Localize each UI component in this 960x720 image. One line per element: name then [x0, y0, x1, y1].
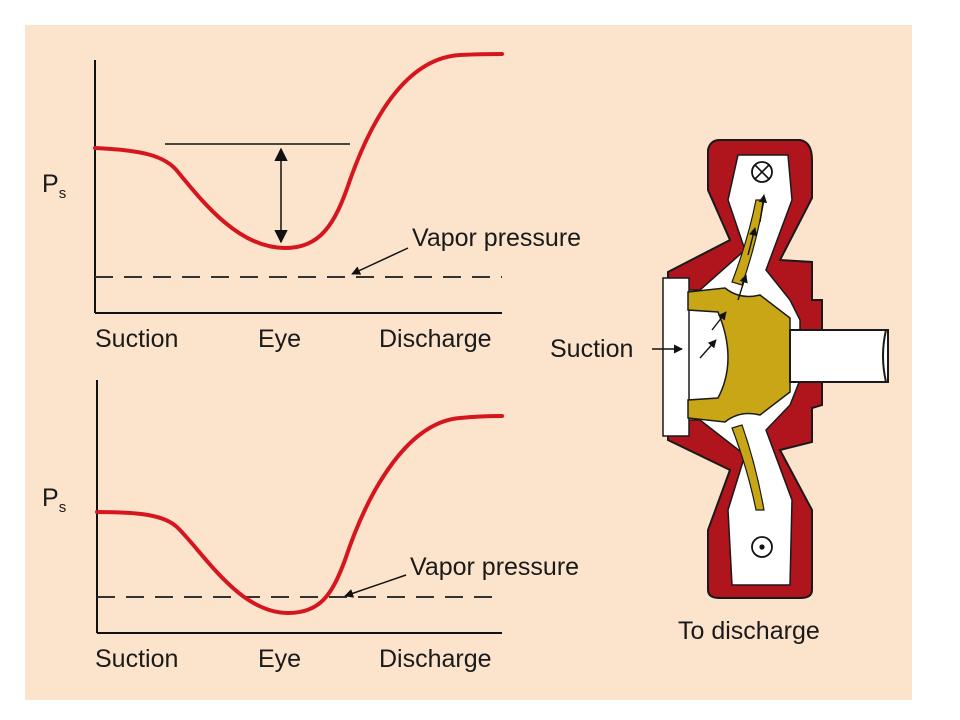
- pump-cross-section: Suction To discharge: [550, 139, 889, 645]
- top-pressure-curve: [93, 52, 504, 251]
- bottom-x-label-suction: Suction: [95, 645, 178, 673]
- pump-impeller: [687, 287, 791, 423]
- bottom-pressure-curve: [95, 414, 504, 616]
- top-x-label-suction: Suction: [95, 325, 178, 353]
- bottom-pressure-plot: Ps Suction Eye Discharge Vapor pressure: [42, 380, 579, 673]
- flow-arrow-1: [699, 339, 717, 359]
- flow-arrow-3: [737, 274, 748, 301]
- flow-arrow-4: [747, 227, 758, 256]
- pump-suction-inlet: [662, 277, 690, 437]
- top-vapor-pressure-pointer: [351, 247, 409, 275]
- pump-shaft: [789, 329, 889, 383]
- top-vapor-pressure-label: Vapor pressure: [412, 224, 581, 252]
- bottom-y-label: Ps: [42, 484, 66, 516]
- pump-discharge-label: To discharge: [678, 617, 820, 645]
- bottom-vapor-pressure-label: Vapor pressure: [410, 553, 579, 581]
- flow-arrow-2: [711, 311, 727, 331]
- bottom-vapor-pressure-pointer: [344, 574, 407, 598]
- bottom-x-label-eye: Eye: [258, 645, 301, 673]
- circle-dot-icon: [751, 536, 773, 558]
- top-x-label-eye: Eye: [258, 325, 301, 353]
- top-x-label-discharge: Discharge: [379, 325, 492, 353]
- pump-cavitation-figure: Ps Suction Eye Discharge Vapor pressure …: [25, 25, 912, 700]
- top-pressure-plot: Ps Suction Eye Discharge Vapor pressure: [42, 52, 581, 353]
- flow-arrow-5: [758, 194, 768, 223]
- pump-impeller-blade-lower: [731, 424, 765, 511]
- top-y-label: Ps: [42, 170, 66, 202]
- circle-cross-icon: [751, 161, 773, 183]
- pump-suction-label: Suction: [550, 335, 633, 363]
- pump-shaft-end: [882, 329, 887, 383]
- bottom-x-label-discharge: Discharge: [379, 645, 492, 673]
